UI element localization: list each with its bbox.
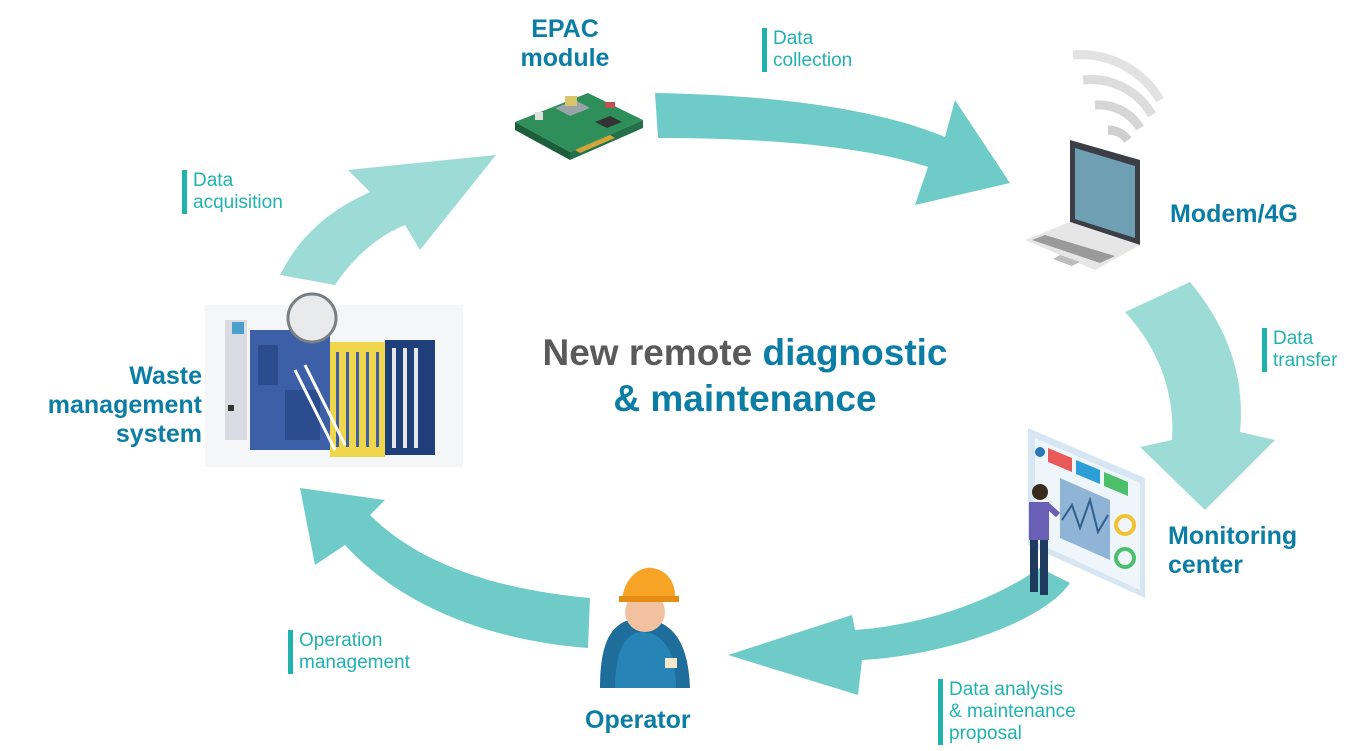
step-label-analysis-line-3: proposal [949,723,1022,744]
step-label-analysis-line-2: & maintenance [949,701,1076,722]
arrow-data-analysis [728,568,1070,695]
node-label-epac-line-1: EPAC [531,15,599,43]
step-label-analysis-line-1: Data analysis [949,679,1064,700]
industrial-machine-icon [205,292,463,467]
step-label-analysis: Data analysis & maintenance proposal [938,679,1076,745]
node-label-monitoring-line-1: Monitoring [1168,522,1298,550]
node-label-monitoring: Monitoring center [1168,522,1297,580]
title-part-2: diagnostic [762,332,948,373]
node-label-operator: Operator [585,706,691,734]
step-label-operation-line-1: Operation [299,630,383,651]
step-label-operation-line-2: management [299,652,410,673]
arrow-data-collection [655,93,1010,205]
step-label-collection-line-1: Data [773,28,814,49]
node-label-waste-line-3: system [115,420,202,448]
node-label-monitoring-line-2: center [1168,551,1244,579]
step-label-acquisition-line-1: Data [193,170,234,191]
step-label-acquisition: Data acquisition [182,170,283,214]
node-label-epac-line-2: module [520,44,610,72]
step-label-transfer-line-2: transfer [1273,350,1338,371]
circuit-board-icon [515,93,643,160]
step-label-transfer-line-1: Data [1273,328,1314,349]
arrow-operation-management [300,488,590,648]
step-label-operation: Operation management [288,630,410,674]
step-label-collection-line-2: collection [773,50,853,71]
node-label-waste: Waste management system [0,362,202,449]
node-label-waste-line-2: management [47,391,202,419]
title-part-1: New remote [542,332,763,373]
laptop-wifi-icon [1025,50,1164,270]
node-label-modem: Modem/4G [1170,200,1298,228]
step-label-collection: Data collection [762,28,852,72]
dashboard-screen-icon [1028,428,1145,598]
step-label-transfer: Data transfer [1262,328,1337,372]
arrow-data-transfer [1125,282,1275,510]
title-part-3: & maintenance [613,378,877,419]
node-label-epac: EPAC module [510,15,620,73]
arrow-data-acquisition [280,155,496,285]
step-label-acquisition-line-2: acquisition [193,192,283,213]
diagram-title: New remote diagnostic & maintenance [440,330,1050,422]
worker-helmet-icon [600,567,690,688]
node-label-waste-line-1: Waste [129,362,202,390]
